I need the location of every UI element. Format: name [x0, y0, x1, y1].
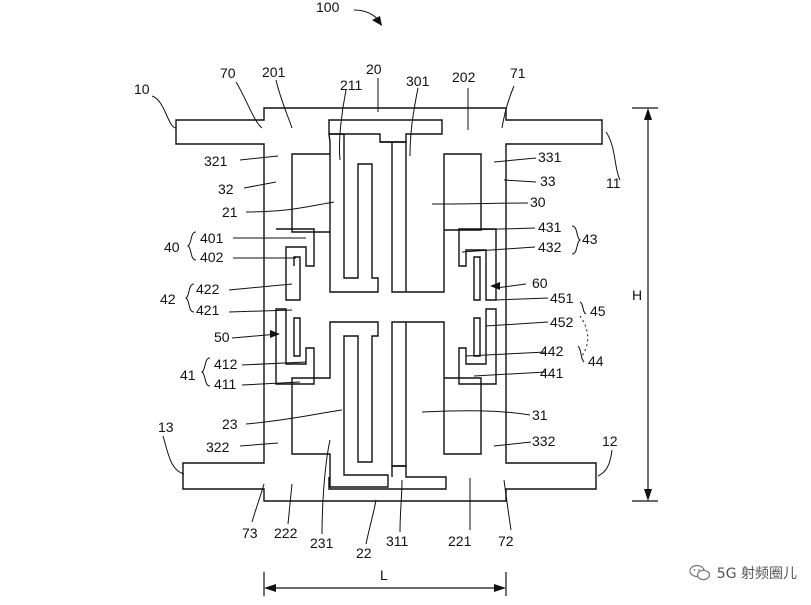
label-L: L [380, 567, 388, 583]
label-211: 211 [340, 77, 363, 93]
leader-lines [151, 78, 621, 545]
wechat-icon [689, 564, 710, 581]
block-31 [391, 321, 482, 467]
label-332: 332 [532, 433, 556, 449]
label-451: 451 [550, 290, 574, 306]
label-45: 45 [590, 303, 606, 319]
label-231: 231 [310, 535, 334, 551]
label-H: H [632, 287, 642, 303]
top-cap-20 [328, 119, 443, 143]
label-22: 22 [356, 545, 372, 561]
label-321: 321 [204, 153, 228, 169]
arrow-60 [490, 282, 500, 290]
dashed-indicator [579, 315, 589, 357]
label-412: 412 [214, 356, 238, 372]
label-42: 42 [160, 291, 176, 307]
label-72: 72 [498, 533, 514, 549]
label-452: 452 [550, 314, 574, 330]
label-202: 202 [452, 69, 476, 85]
spiral-21 [291, 133, 379, 293]
antenna-body-outline [175, 107, 603, 502]
label-11: 11 [606, 175, 621, 191]
label-33: 33 [540, 173, 556, 189]
label-431: 431 [538, 219, 562, 235]
label-301: 301 [406, 73, 430, 89]
label-311: 311 [386, 533, 409, 549]
meander-left [276, 228, 315, 301]
label-331: 331 [538, 149, 562, 165]
meander-right [458, 228, 497, 301]
label-12: 12 [602, 433, 618, 449]
label-32: 32 [218, 181, 234, 197]
dimension-H [632, 107, 658, 502]
label-13: 13 [158, 419, 174, 435]
watermark: 5G 射频圈儿 [689, 563, 797, 583]
label-43: 43 [582, 231, 598, 247]
reference-arrow-100 [353, 9, 382, 26]
label-23: 23 [222, 416, 238, 432]
brackets [184, 225, 587, 387]
spiral-23 [291, 321, 389, 488]
label-422: 422 [196, 281, 220, 297]
label-44: 44 [588, 353, 604, 369]
label-432: 432 [538, 239, 562, 255]
label-322: 322 [206, 439, 230, 455]
label-10: 10 [134, 81, 150, 97]
arrow-50 [270, 330, 280, 338]
label-70: 70 [220, 65, 236, 81]
label-50: 50 [214, 329, 230, 345]
label-441: 441 [540, 365, 564, 381]
label-31: 31 [532, 407, 548, 423]
label-40: 40 [164, 239, 180, 255]
block-30 [380, 141, 482, 293]
label-100: 100 [316, 0, 340, 15]
label-60: 60 [532, 275, 548, 291]
label-20: 20 [366, 61, 382, 77]
label-73: 73 [242, 525, 258, 541]
label-71: 71 [510, 65, 526, 81]
label-41: 41 [180, 367, 196, 383]
label-402: 402 [200, 249, 224, 265]
label-442: 442 [540, 343, 564, 359]
label-221: 221 [448, 533, 472, 549]
label-222: 222 [274, 525, 298, 541]
label-411: 411 [214, 376, 237, 392]
meander-right-lower [458, 308, 497, 385]
dimension-L [263, 572, 507, 596]
label-421: 421 [196, 302, 220, 318]
label-21: 21 [222, 204, 238, 220]
meander-left-lower [275, 308, 315, 385]
label-30: 30 [530, 194, 546, 210]
watermark-text: 5G 射频圈儿 [716, 566, 797, 582]
label-401: 401 [200, 230, 224, 246]
label-201: 201 [262, 64, 286, 80]
